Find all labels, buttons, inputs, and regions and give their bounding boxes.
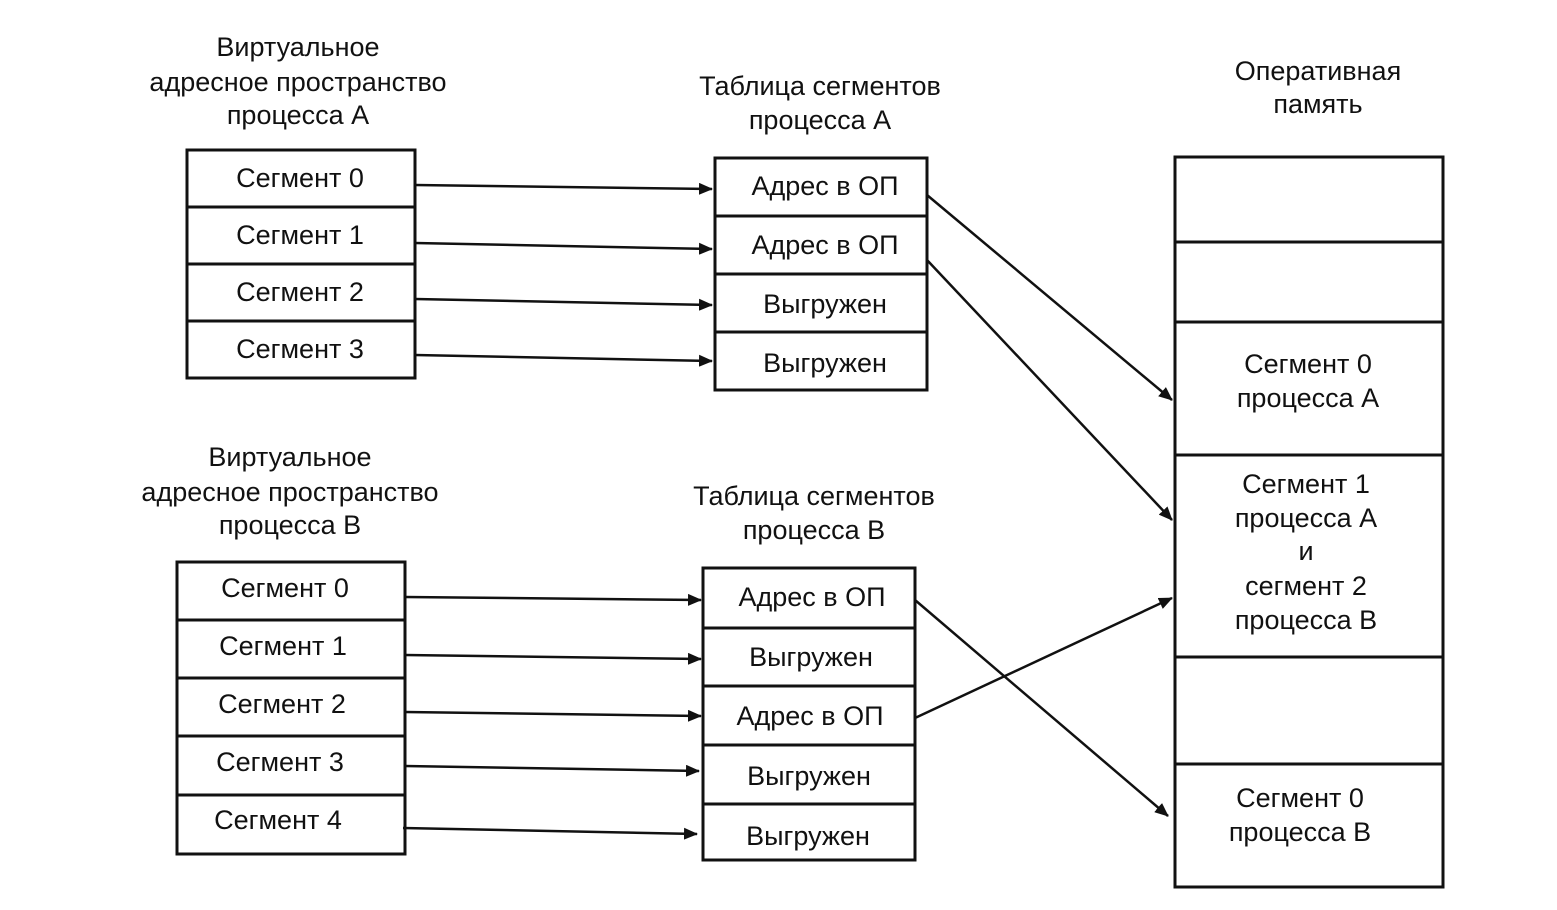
vas-a-segment-1: Сегмент 1 [236,220,364,250]
arrow-a-seg0 [414,182,713,195]
memory-block-3-line-2: процесса А [1235,503,1377,533]
vas-b-segment-1: Сегмент 1 [219,631,347,661]
vas-a-segment-0: Сегмент 0 [236,163,364,193]
table-a-entry-1: Адрес в ОП [751,230,898,260]
memory-block-3-line-5: процесса В [1235,605,1377,635]
table-a-title-line-2: процесса А [749,105,891,135]
vas-b-segment-4: Сегмент 4 [214,805,342,835]
vas-b-segment-3: Сегмент 3 [216,747,344,777]
arrow-b-seg1 [404,652,702,665]
memory-block-5-line-2: процесса В [1229,817,1371,847]
vas-b-title-line-1: Виртуальное [208,442,371,472]
memory-block-3-line-4: сегмент 2 [1245,571,1367,601]
arrow-b-seg4 [402,826,698,840]
vas-b: Сегмент 0 Сегмент 1 Сегмент 2 Сегмент 3 … [175,560,407,856]
table-a-title-line-1: Таблица сегментов [699,71,941,101]
vas-a-segment-2: Сегмент 2 [236,277,364,307]
vas-b-title-line-3: процесса В [219,510,361,540]
arrow-b-seg3 [404,764,700,777]
table-b-entry-0: Адрес в ОП [738,582,885,612]
arrow-a-seg2 [414,297,713,311]
table-b-entry-3: Выгружен [747,761,871,791]
memory-block-2-line-2: процесса А [1237,383,1379,413]
vas-a-title-line-1: Виртуальное [216,32,379,62]
arrow-a-seg1 [414,241,713,255]
arrow-b-seg2 [404,709,702,722]
arrow-b-seg0 [404,593,702,606]
table-b-title-line-1: Таблица сегментов [693,481,935,511]
vas-a-title-line-3: процесса А [227,100,369,130]
table-b-title-line-2: процесса В [743,515,885,545]
memory-block-2-line-1: Сегмент 0 [1244,349,1372,379]
table-b-entry-1: Выгружен [749,642,873,672]
vas-b-title-line-2: адресное пространство [141,477,438,507]
memory-column: Сегмент 0 процесса А Сегмент 1 процесса … [1173,155,1445,889]
table-b-entry-4: Выгружен [746,821,870,851]
table-a-entry-3: Выгружен [763,348,887,378]
memory-block-3-line-3: и [1298,536,1313,566]
table-a-entry-2: Выгружен [763,289,887,319]
table-b-entry-2: Адрес в ОП [736,701,883,731]
arrow-a-entry0-to-memory [926,194,1173,401]
memory-block-5-line-1: Сегмент 0 [1236,783,1364,813]
vas-a-title-line-2: адресное пространство [149,67,446,97]
vas-a: Сегмент 0 Сегмент 1 Сегмент 2 Сегмент 3 [185,148,417,380]
table-a: Адрес в ОП Адрес в ОП Выгружен Выгружен [713,156,929,392]
arrow-b-entry0-to-memory [914,599,1169,817]
vas-a-segment-3: Сегмент 3 [236,334,364,364]
memory-title-line-1: Оперативная [1235,56,1401,86]
memory-block-3-line-1: Сегмент 1 [1242,469,1370,499]
table-b: Адрес в ОП Выгружен Адрес в ОП Выгружен … [701,566,917,862]
arrow-a-seg3 [414,353,713,367]
table-a-entry-0: Адрес в ОП [751,171,898,201]
vas-b-segment-0: Сегмент 0 [221,573,349,603]
arrow-a-entry1-to-memory [926,259,1173,521]
vas-b-segment-2: Сегмент 2 [218,689,346,719]
memory-title-line-2: память [1273,89,1362,119]
arrow-b-entry2-to-memory [914,596,1173,720]
